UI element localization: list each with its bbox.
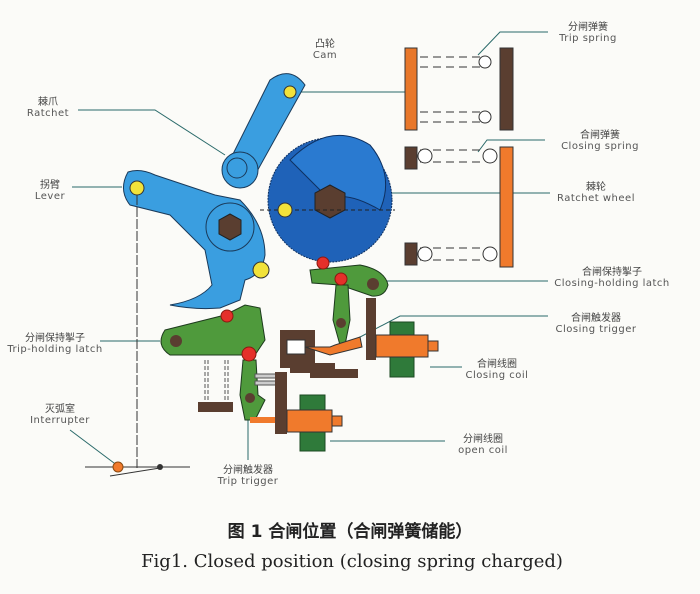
label-en: Trip spring: [559, 33, 617, 44]
label-cn: 灭弧室: [45, 404, 75, 415]
closing-holding-latch: [309, 264, 389, 297]
closing-coil-assembly: [280, 298, 439, 378]
cam: [289, 134, 387, 211]
caption-chinese: 图 1 合闸位置（合闸弹簧储能）: [227, 522, 473, 542]
label-cn: 合闸保持掣子: [582, 267, 642, 278]
pin-icons: [129, 85, 297, 279]
label-en: open coil: [458, 445, 508, 456]
label-en: Closing-holding latch: [554, 278, 670, 289]
label-cn: 分闸线圈: [463, 434, 503, 445]
label-en: Closing spring: [561, 141, 639, 152]
caption-english: Fig1. Closed position (closing spring ch…: [141, 551, 563, 572]
label-cn: 分闸触发器: [222, 465, 273, 476]
label-cn: 合闸弹簧: [580, 130, 620, 141]
label-cn: 分闸保持掣子: [25, 333, 85, 344]
roller-icons: [220, 256, 348, 362]
trip-holding-latch: [160, 304, 266, 356]
label-en: Trip trigger: [217, 476, 279, 487]
label-cn: 分闸弹簧: [568, 22, 608, 33]
label-en: Lever: [34, 191, 66, 202]
ratchet-arm: [224, 73, 306, 176]
trip-spring: [404, 47, 514, 131]
label-cn: 合闸线圈: [477, 359, 517, 370]
label-cn: 合闸触发器: [570, 313, 621, 324]
label-cn: 棘轮: [586, 182, 606, 193]
label-en: Closing trigger: [555, 324, 637, 335]
label-en: Ratchet: [26, 108, 70, 119]
label-en: Cam: [312, 50, 338, 61]
label-cn: 拐臂: [39, 180, 60, 191]
lever-shaft-icon: [218, 213, 242, 241]
label-en: Closing coil: [465, 370, 529, 381]
trip-trigger-arm: [239, 359, 266, 421]
closing-trigger-arm: [332, 284, 351, 346]
label-en: Ratchet wheel: [557, 193, 635, 204]
label-en: Trip-holding latch: [7, 344, 103, 355]
label-cn: 凸轮: [314, 39, 335, 50]
label-en: Interrupter: [30, 415, 90, 426]
closing-spring: [404, 146, 514, 268]
open-coil-assembly: [250, 372, 343, 452]
label-cn: 棘爪: [38, 97, 58, 108]
interrupter-contact-icon: [112, 461, 124, 473]
